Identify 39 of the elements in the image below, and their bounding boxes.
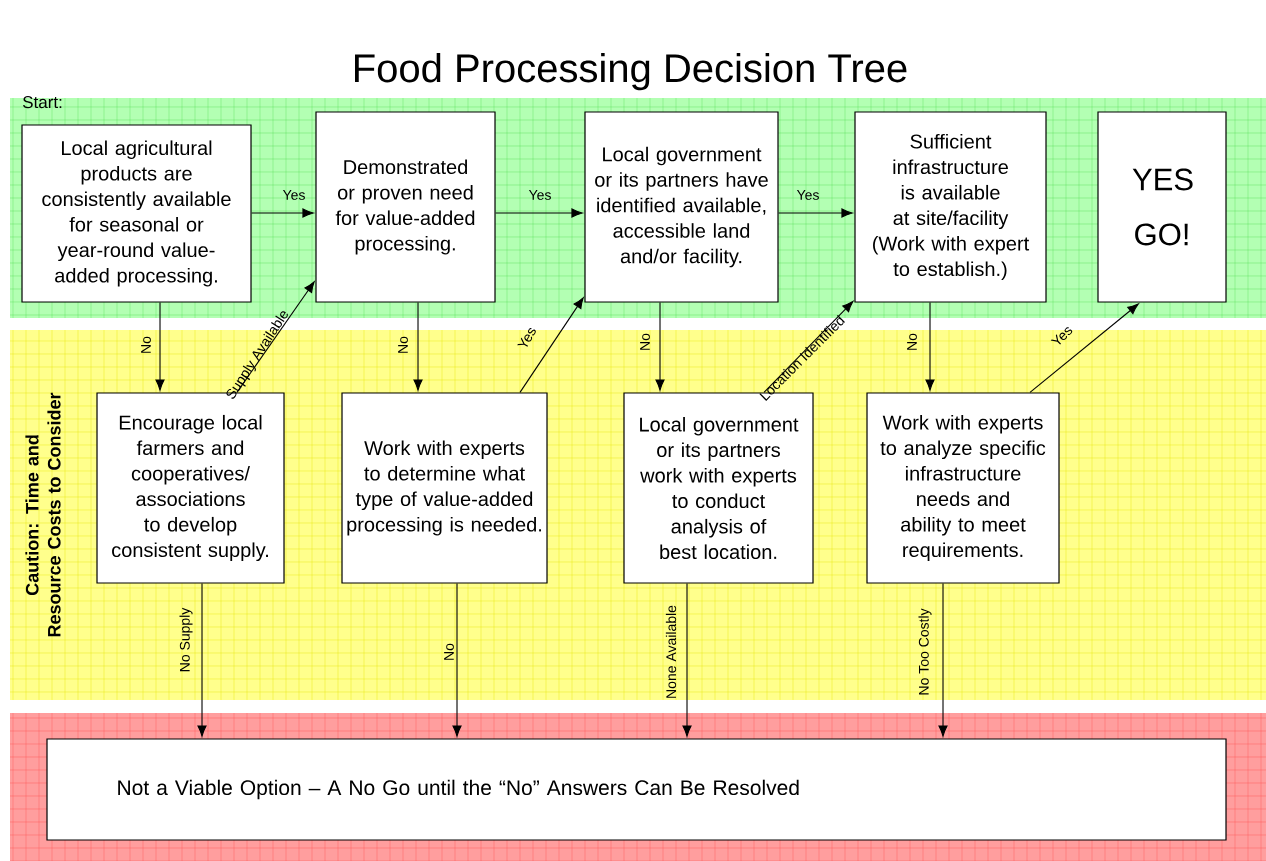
edge-label: No xyxy=(640,333,650,350)
arrow xyxy=(1029,303,1139,393)
arrow xyxy=(778,208,853,218)
arrow xyxy=(519,297,584,393)
edge-label: Yes xyxy=(517,328,536,347)
arrow xyxy=(236,281,315,393)
arrow xyxy=(155,302,165,391)
edge-label: No Supply xyxy=(179,607,193,672)
process-box: Sufficient infrastructure is available at site/facility (Work with expert to establish.) xyxy=(854,111,1047,303)
edge-label: Yes xyxy=(282,190,305,200)
title: Food Processing Decision Tree xyxy=(355,53,907,91)
arrow xyxy=(655,302,665,391)
edge-label: No xyxy=(141,336,151,353)
arrow xyxy=(938,583,948,737)
process-box: Local government or its partners have identified available, accessible land and/or facility. xyxy=(584,111,779,303)
process-box: Demonstrated or proven need for value-added processing. xyxy=(315,111,496,303)
edge-label: Yes xyxy=(796,190,819,200)
arrow xyxy=(251,208,314,218)
band-label: Caution: Time and Resource Costs to Consider xyxy=(25,392,61,637)
outcome-box: Not a Viable Option – A No Go until the “No” Answers Can Be Resolved xyxy=(46,738,1227,841)
edge-label: No Too Costly xyxy=(918,608,932,695)
edge-label: Yes xyxy=(528,190,551,200)
arrow xyxy=(197,583,207,737)
edge-label: Yes xyxy=(1050,327,1073,345)
arrow xyxy=(452,583,462,737)
process-box: Local agricultural products are consistently available for seasonal or year-round value-added processing. xyxy=(21,124,252,303)
edge-label: No xyxy=(444,643,454,660)
edge-label: No xyxy=(907,333,917,350)
process-box: Work with experts to analyze specific infrastructure needs and ability to meet requirements. xyxy=(866,392,1060,584)
arrow xyxy=(682,583,692,737)
result-box: YES GO! xyxy=(1097,111,1227,303)
arrow xyxy=(925,302,935,391)
arrow xyxy=(763,301,854,393)
edge-label: No xyxy=(398,336,408,353)
arrow xyxy=(495,208,583,218)
arrow xyxy=(413,302,423,391)
band-label: Start: xyxy=(23,96,62,109)
process-box: Work with experts to determine what type of value-added processing is needed. xyxy=(341,392,548,584)
edge-label: None Available xyxy=(665,605,677,698)
